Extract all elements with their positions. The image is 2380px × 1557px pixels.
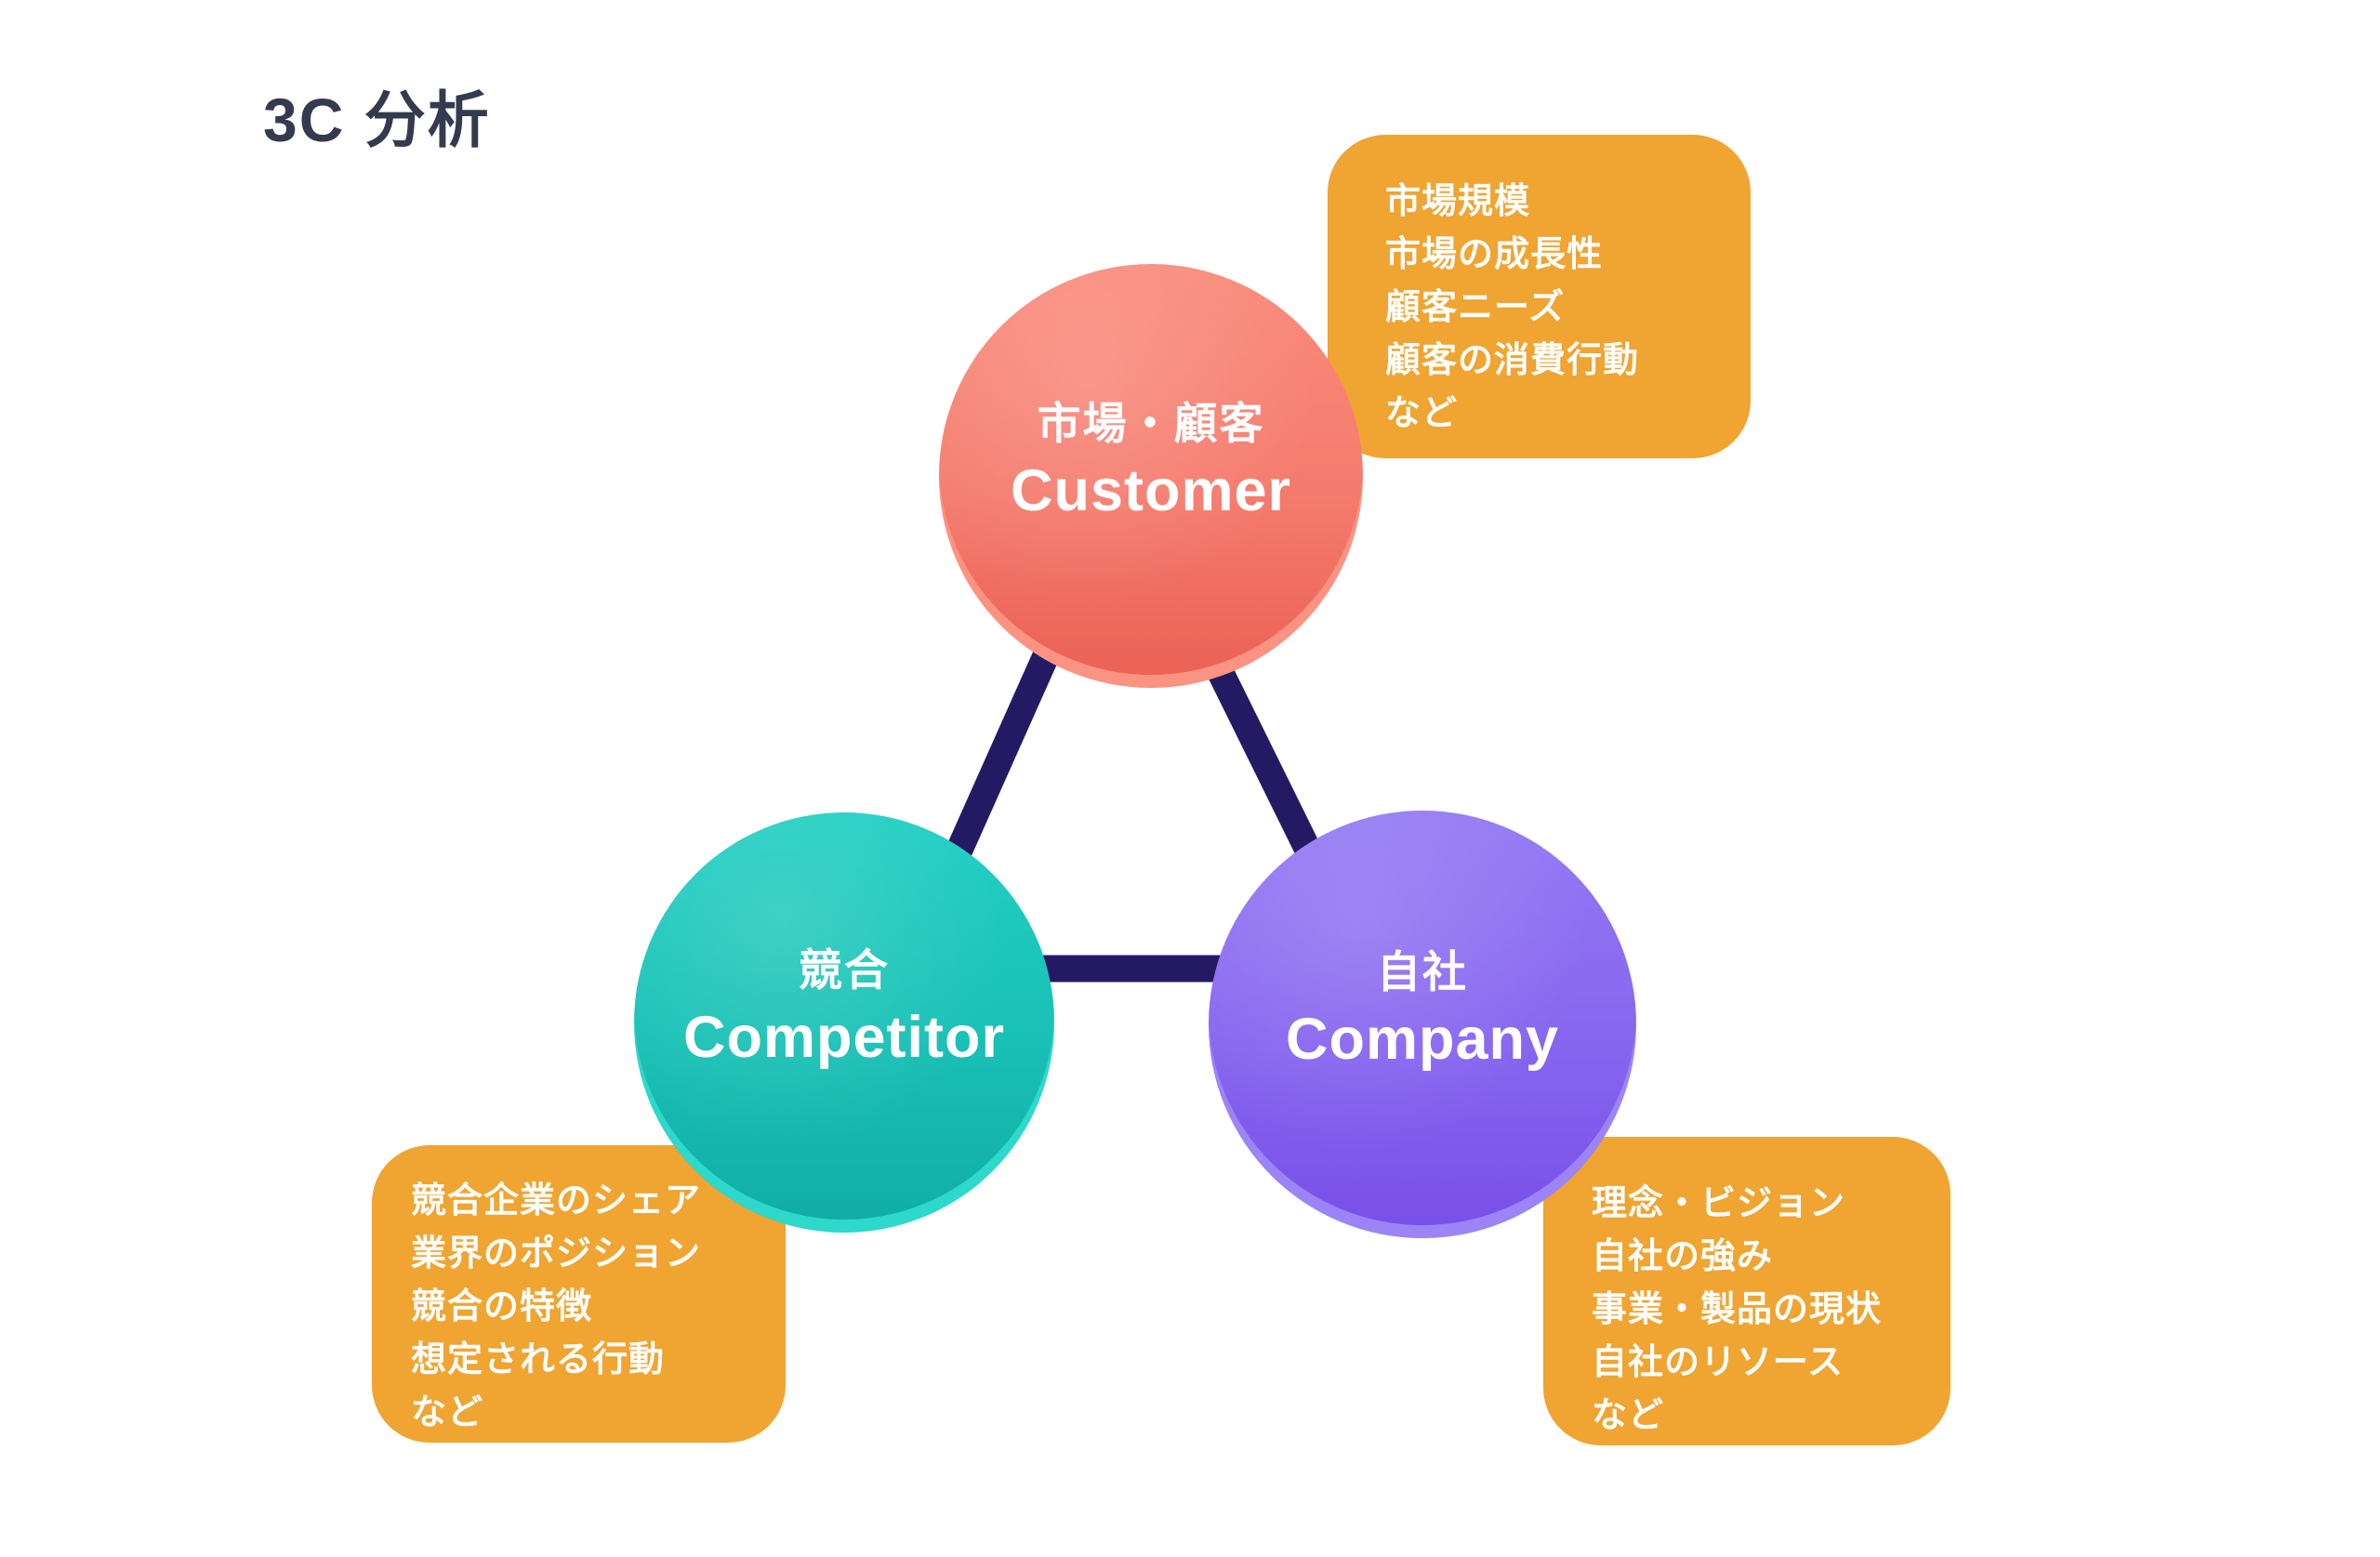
circle-company-label-ja: 自社 (1377, 946, 1468, 996)
note-line: 理念・ビジョン (1592, 1184, 1846, 1223)
page-title: 3C 分析 (263, 86, 491, 154)
note-line: 業界のポジション (411, 1234, 702, 1273)
circle-competitor-label-en: Competitor (683, 1004, 1005, 1070)
note-line: 市場規模 (1385, 182, 1531, 221)
note-line: など (1592, 1396, 1665, 1435)
note-competitor: 競合企業のシェア 業界のポジション 競合の特徴 想定される行動 など (372, 1145, 786, 1443)
circle-company-label-en: Company (1285, 1006, 1560, 1072)
note-line: 想定される行動 (411, 1340, 666, 1379)
circle-customer-label-en: Customer (1010, 457, 1292, 523)
note-line: など (1385, 394, 1459, 433)
note-customer: 市場規模 市場の成長性 顧客ニーズ 顧客の消費行動 など (1328, 135, 1751, 458)
note-line: 競合の特徴 (411, 1287, 593, 1326)
note-line: 市場の成長性 (1385, 235, 1604, 274)
note-line: 自社の強み (1592, 1237, 1774, 1276)
circle-competitor-label-ja: 競合 (799, 944, 890, 995)
note-line: 事業・製品の現状 (1592, 1290, 1883, 1329)
circle-company: 自社 Company (1209, 811, 1636, 1238)
circle-customer: 市場・顧客 Customer (939, 264, 1363, 688)
note-line: など (411, 1393, 484, 1432)
note-line: 競合企業のシェア (411, 1181, 702, 1221)
triangle-line (892, 465, 1381, 983)
note-line: 顧客ニーズ (1385, 288, 1566, 327)
circle-competitor: 競合 Competitor (634, 812, 1054, 1233)
circle-customer-label-ja: 市場・顧客 (1037, 398, 1265, 448)
note-line: 顧客の消費行動 (1385, 341, 1640, 380)
note-company: 理念・ビジョン 自社の強み 事業・製品の現状 自社のリソース など (1543, 1137, 1950, 1445)
note-line: 自社のリソース (1592, 1343, 1844, 1382)
